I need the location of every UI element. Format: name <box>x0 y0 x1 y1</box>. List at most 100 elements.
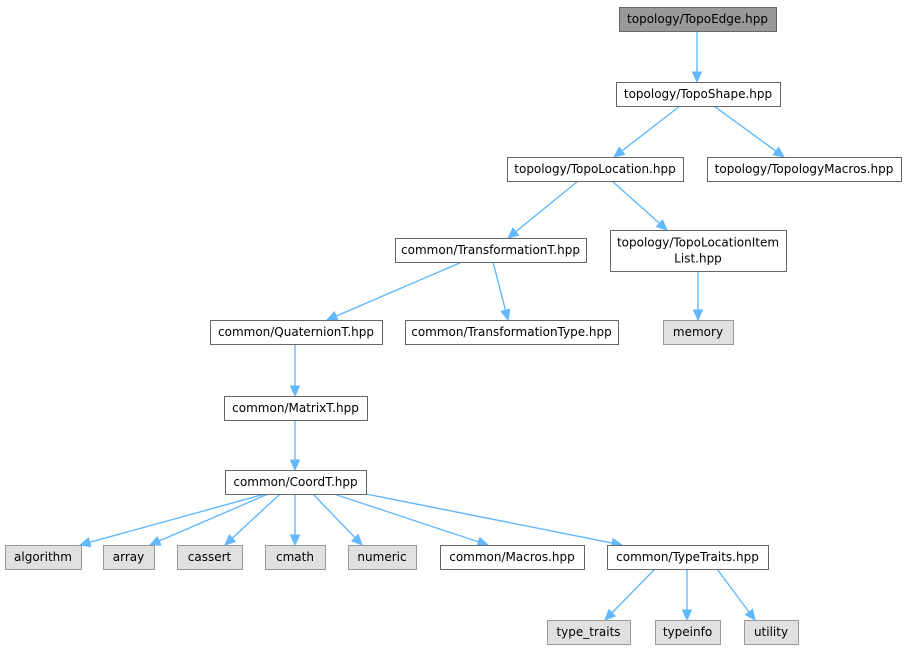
node-box <box>744 620 799 645</box>
node-transformation-type[interactable]: common/TransformationType.hpp <box>405 320 619 345</box>
node-cassert: cassert <box>177 545 243 570</box>
node-box <box>395 238 587 263</box>
node-label: common/QuaternionT.hpp <box>218 325 374 339</box>
node-coord-t[interactable]: common/CoordT.hpp <box>225 470 367 495</box>
node-topo-shape[interactable]: topology/TopoShape.hpp <box>616 82 781 107</box>
edge-arrowhead <box>289 459 301 472</box>
edge-arrowhead <box>289 534 301 547</box>
node-topo-location[interactable]: topology/TopoLocation.hpp <box>507 157 684 182</box>
edge-arrowhead <box>691 71 703 84</box>
node-label: memory <box>673 325 723 339</box>
edges-layer <box>78 31 785 622</box>
node-matrix-t[interactable]: common/MatrixT.hpp <box>224 396 368 421</box>
edge-line <box>621 105 681 152</box>
edge-matrix-t-to-coord-t <box>289 420 301 472</box>
node-box <box>348 545 417 570</box>
node-transformation-t[interactable]: common/TransformationT.hpp <box>395 238 587 263</box>
edge-topo-shape-to-topo-location <box>613 105 681 158</box>
edge-topo-location-to-topo-location-item-list <box>611 180 668 231</box>
node-box <box>547 620 631 645</box>
edge-arrowhead <box>325 311 339 321</box>
edge-line <box>611 180 660 224</box>
node-box <box>616 82 781 107</box>
edge-arrowhead <box>148 535 162 546</box>
node-quaternion-t[interactable]: common/QuaternionT.hpp <box>210 320 383 345</box>
node-label: topology/TopoEdge.hpp <box>627 12 768 26</box>
edge-topo-edge-to-topo-shape <box>691 31 703 84</box>
node-box <box>655 620 721 645</box>
node-box <box>440 545 585 570</box>
node-label: topology/TopoLocationItem <box>617 236 779 250</box>
node-label: common/MatrixT.hpp <box>232 401 359 415</box>
edge-arrowhead <box>500 308 511 322</box>
edge-arrowhead <box>604 608 617 621</box>
edge-arrowhead <box>692 309 704 322</box>
node-box <box>210 320 383 345</box>
edge-topo-location-item-list-to-memory <box>692 271 704 322</box>
node-label: typeinfo <box>663 625 712 639</box>
edge-type-traits-hpp-to-typeinfo <box>681 569 693 622</box>
edge-coord-t-to-numeric <box>312 493 363 546</box>
node-cmath: cmath <box>265 545 326 570</box>
node-macros[interactable]: common/Macros.hpp <box>440 545 585 570</box>
node-label: topology/TopologyMacros.hpp <box>715 162 894 176</box>
edge-quaternion-t-to-matrix-t <box>289 344 301 398</box>
node-box <box>265 545 326 570</box>
node-algorithm: algorithm <box>5 545 82 570</box>
edge-coord-t-to-type-traits-hpp <box>365 493 624 549</box>
node-label: common/TransformationT.hpp <box>401 243 580 257</box>
node-box <box>225 470 367 495</box>
edge-topo-location-to-transformation-t <box>507 180 579 239</box>
node-box <box>619 7 777 32</box>
node-numeric: numeric <box>348 545 417 570</box>
edge-line <box>492 261 507 311</box>
edge-arrowhead <box>655 219 668 231</box>
edge-line <box>312 493 356 539</box>
node-utility: utility <box>744 620 799 645</box>
node-box <box>607 545 769 570</box>
node-memory: memory <box>663 320 734 345</box>
node-label: common/CoordT.hpp <box>233 475 357 489</box>
edge-arrowhead <box>613 146 626 158</box>
node-box <box>707 157 902 182</box>
node-box <box>405 320 619 345</box>
node-topology-macros[interactable]: topology/TopologyMacros.hpp <box>707 157 902 182</box>
node-box <box>224 396 368 421</box>
edge-arrowhead <box>744 608 756 621</box>
node-label: common/TypeTraits.hpp <box>616 550 759 564</box>
node-box <box>663 320 734 345</box>
edge-line <box>611 568 656 614</box>
node-type-traits-hpp[interactable]: common/TypeTraits.hpp <box>607 545 769 570</box>
edge-coord-t-to-cmath <box>289 494 301 547</box>
edge-line <box>89 493 266 544</box>
edge-coord-t-to-algorithm <box>78 493 266 548</box>
node-label: common/Macros.hpp <box>449 550 575 564</box>
edge-arrowhead <box>476 536 490 547</box>
edge-arrowhead <box>681 609 693 622</box>
node-label: array <box>113 550 144 564</box>
nodes-layer: topology/TopoEdge.hpp topology/TopoShape.… <box>5 7 902 645</box>
edge-arrowhead <box>289 385 301 398</box>
node-label: numeric <box>357 550 406 564</box>
node-label: cmath <box>276 550 314 564</box>
edge-line <box>333 493 479 543</box>
node-label: common/TransformationType.hpp <box>411 325 612 339</box>
node-typeinfo: typeinfo <box>655 620 721 645</box>
node-box <box>507 157 684 182</box>
node-box <box>610 230 787 272</box>
edge-line <box>713 105 777 152</box>
edge-line <box>335 261 463 317</box>
edge-transformation-t-to-quaternion-t <box>325 261 463 321</box>
node-label: topology/TopoLocation.hpp <box>514 162 675 176</box>
edge-topo-shape-to-topology-macros <box>713 105 785 158</box>
edge-line <box>231 493 281 539</box>
node-label: cassert <box>188 550 232 564</box>
edge-arrowhead <box>772 146 785 158</box>
edge-coord-t-to-array <box>148 493 269 546</box>
edge-line <box>158 493 269 542</box>
edge-arrowhead <box>350 533 363 546</box>
edge-transformation-t-to-transformation-type <box>492 261 511 322</box>
node-box <box>103 545 155 570</box>
